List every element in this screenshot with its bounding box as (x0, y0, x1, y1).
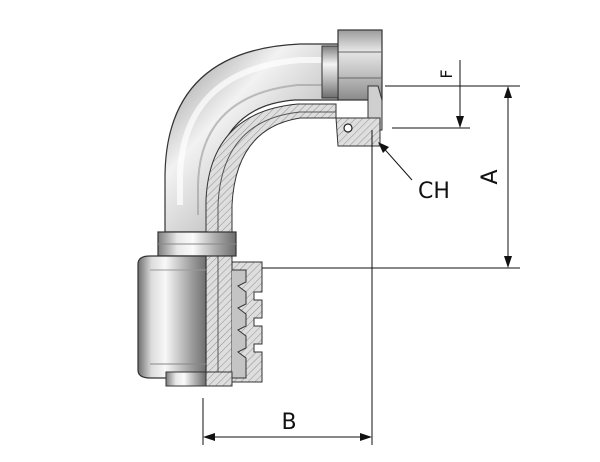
label-f: F (437, 69, 456, 78)
dimension-lines (202, 60, 520, 445)
label-ch: CH (418, 179, 450, 204)
swivel-nut (321, 29, 383, 147)
label-b: B (281, 410, 296, 435)
collar (157, 231, 237, 257)
o-ring (343, 123, 353, 133)
ferrule (137, 255, 263, 383)
insert-tail (165, 371, 233, 387)
label-a: A (478, 169, 503, 184)
dimension-arrows (203, 86, 512, 441)
